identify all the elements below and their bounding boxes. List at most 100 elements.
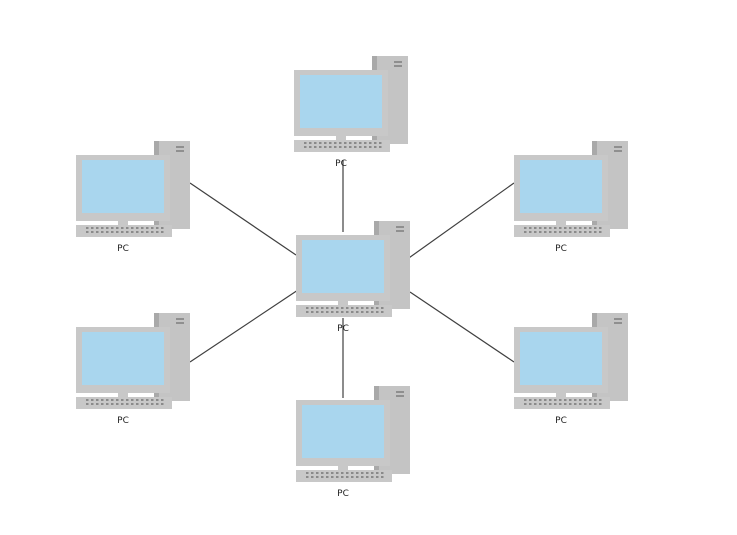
pc-node-bottom[interactable]: PC	[296, 386, 410, 499]
monitor-screen	[302, 405, 384, 458]
keyboard-key	[156, 399, 159, 401]
keyboard-key	[529, 399, 532, 401]
pc-label: PC	[555, 416, 567, 426]
keyboard-key	[559, 403, 562, 405]
keyboard-key	[351, 311, 354, 313]
keyboard-key	[331, 311, 334, 313]
keyboard-key	[584, 403, 587, 405]
keyboard-key	[584, 399, 587, 401]
tower-drive-slot	[394, 65, 402, 67]
keyboard-key	[156, 231, 159, 233]
keyboard-key	[344, 146, 347, 148]
keyboard-key	[86, 399, 89, 401]
keyboard-key	[579, 403, 582, 405]
keyboard-key	[306, 311, 309, 313]
keyboard-key	[539, 399, 542, 401]
keyboard-key	[96, 403, 99, 405]
keyboard-key	[101, 399, 104, 401]
keyboard-key	[361, 311, 364, 313]
keyboard-key	[126, 231, 129, 233]
keyboard-key	[339, 146, 342, 148]
desktop-pc-icon	[514, 141, 628, 237]
keyboard-key	[329, 142, 332, 144]
keyboard-key	[371, 476, 374, 478]
pc-node-top-left[interactable]: PC	[76, 141, 190, 254]
pc-node-center[interactable]: PC	[296, 221, 410, 334]
keyboard-key	[126, 403, 129, 405]
keyboard-key	[564, 399, 567, 401]
keyboard-key	[549, 403, 552, 405]
keyboard-key	[594, 399, 597, 401]
keyboard-key	[584, 227, 587, 229]
keyboard-key	[366, 476, 369, 478]
keyboard-key	[364, 146, 367, 148]
keyboard-key	[111, 227, 114, 229]
keyboard-key	[559, 399, 562, 401]
tower-drive-slot	[176, 318, 184, 320]
link-center-to-bottom-left	[189, 289, 299, 363]
keyboard-key	[381, 476, 384, 478]
pc-label: PC	[335, 159, 347, 169]
pc-node-top[interactable]: PC	[294, 56, 408, 169]
keyboard-key	[564, 403, 567, 405]
tower-drive-slot	[614, 150, 622, 152]
keyboard-key	[331, 472, 334, 474]
keyboard-key	[126, 399, 129, 401]
keyboard-key	[121, 403, 124, 405]
keyboard-key	[161, 403, 164, 405]
pc-node-top-right[interactable]: PC	[514, 141, 628, 254]
keyboard-key	[361, 307, 364, 309]
keyboard-key	[599, 403, 602, 405]
keyboard-key	[554, 231, 557, 233]
tower-drive-slot	[614, 146, 622, 148]
keyboard-key	[534, 403, 537, 405]
keyboard-key	[376, 472, 379, 474]
keyboard-key	[529, 403, 532, 405]
keyboard-key	[121, 399, 124, 401]
keyboard-key	[371, 307, 374, 309]
keyboard-key	[354, 142, 357, 144]
monitor-stand	[338, 466, 348, 471]
keyboard-key	[564, 227, 567, 229]
monitor-stand	[338, 301, 348, 306]
tower-drive-slot	[176, 322, 184, 324]
keyboard-key	[569, 231, 572, 233]
pc-label: PC	[117, 244, 129, 254]
keyboard-key	[304, 146, 307, 148]
keyboard-key	[364, 142, 367, 144]
keyboard-key	[569, 403, 572, 405]
keyboard-key	[376, 307, 379, 309]
keyboard-key	[379, 146, 382, 148]
tower-drive-slot	[394, 61, 402, 63]
keyboard-key	[319, 146, 322, 148]
tower-drive-slot	[396, 230, 404, 232]
keyboard-key	[339, 142, 342, 144]
keyboard-key	[306, 472, 309, 474]
keyboard-key	[574, 403, 577, 405]
keyboard-key	[306, 307, 309, 309]
keyboard-key	[574, 399, 577, 401]
keyboard-key	[331, 476, 334, 478]
keyboard-key	[351, 472, 354, 474]
keyboard-key	[361, 476, 364, 478]
keyboard-key	[86, 403, 89, 405]
keyboard-key	[349, 142, 352, 144]
pc-node-bottom-right[interactable]: PC	[514, 313, 628, 426]
pc-node-bottom-left[interactable]: PC	[76, 313, 190, 426]
pc-label: PC	[555, 244, 567, 254]
desktop-pc-icon	[76, 141, 190, 237]
tower-drive-slot	[396, 395, 404, 397]
keyboard-key	[574, 231, 577, 233]
keyboard-key	[316, 472, 319, 474]
keyboard-key	[336, 476, 339, 478]
keyboard-key	[146, 403, 149, 405]
tower-drive-slot	[614, 318, 622, 320]
keyboard-key	[324, 142, 327, 144]
keyboard-key	[151, 403, 154, 405]
keyboard-key	[116, 231, 119, 233]
keyboard-key	[131, 399, 134, 401]
link-center-to-top-left	[189, 182, 297, 256]
keyboard-key	[356, 472, 359, 474]
keyboard-key	[349, 146, 352, 148]
link-center-to-bottom-right	[409, 291, 515, 363]
